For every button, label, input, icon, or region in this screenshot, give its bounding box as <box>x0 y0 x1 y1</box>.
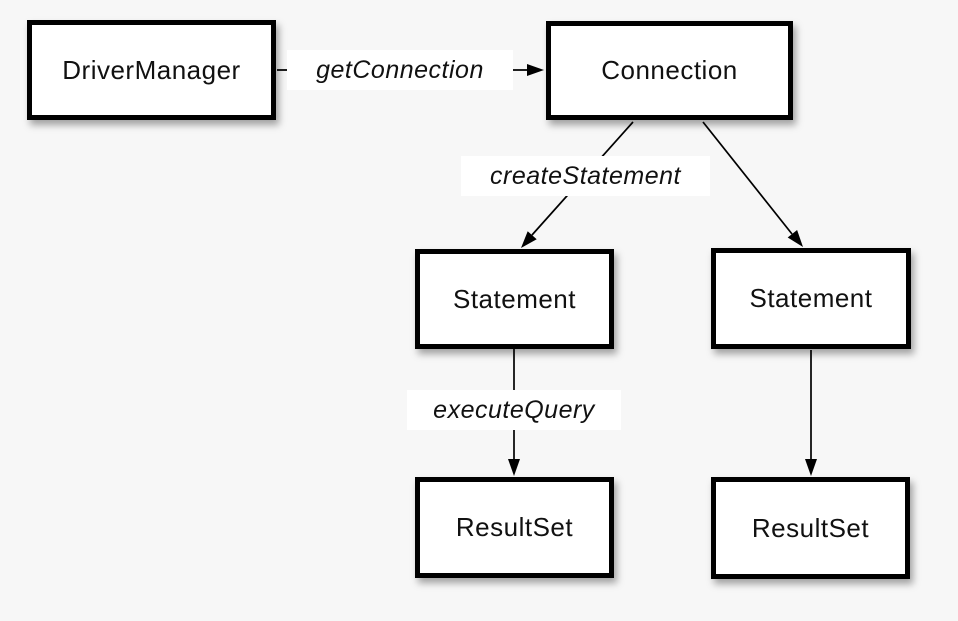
node-label: ResultSet <box>751 512 870 543</box>
arrowhead-icon <box>527 64 544 76</box>
node-label: Statement <box>452 283 576 314</box>
node-statement-left: Statement <box>415 249 614 349</box>
edge-label-text: executeQuery <box>433 395 595 424</box>
node-label: Connection <box>601 55 738 85</box>
node-label: Statement <box>749 283 873 313</box>
node-resultset-left: ResultSet <box>415 477 614 578</box>
node-statement-right: Statement <box>711 248 911 349</box>
node-connection: Connection <box>546 21 793 120</box>
node-resultset-right: ResultSet <box>711 477 910 579</box>
arrowhead-icon <box>787 230 803 247</box>
edge-label-executequery: executeQuery <box>407 390 621 430</box>
edge-label-text: getConnection <box>316 55 484 84</box>
edge-label-getconnection: getConnection <box>287 50 513 90</box>
arrowhead-icon <box>521 231 537 248</box>
node-driver-manager: DriverManager <box>27 20 276 120</box>
arrowhead-icon <box>805 459 817 476</box>
node-label: DriverManager <box>62 54 241 85</box>
edge-label-createstatement: createStatement <box>461 156 710 196</box>
edge-label-text: createStatement <box>490 161 681 190</box>
node-label: ResultSet <box>455 512 574 542</box>
edge-line-connection-statement-right <box>702 121 793 235</box>
arrowhead-icon <box>508 459 520 476</box>
